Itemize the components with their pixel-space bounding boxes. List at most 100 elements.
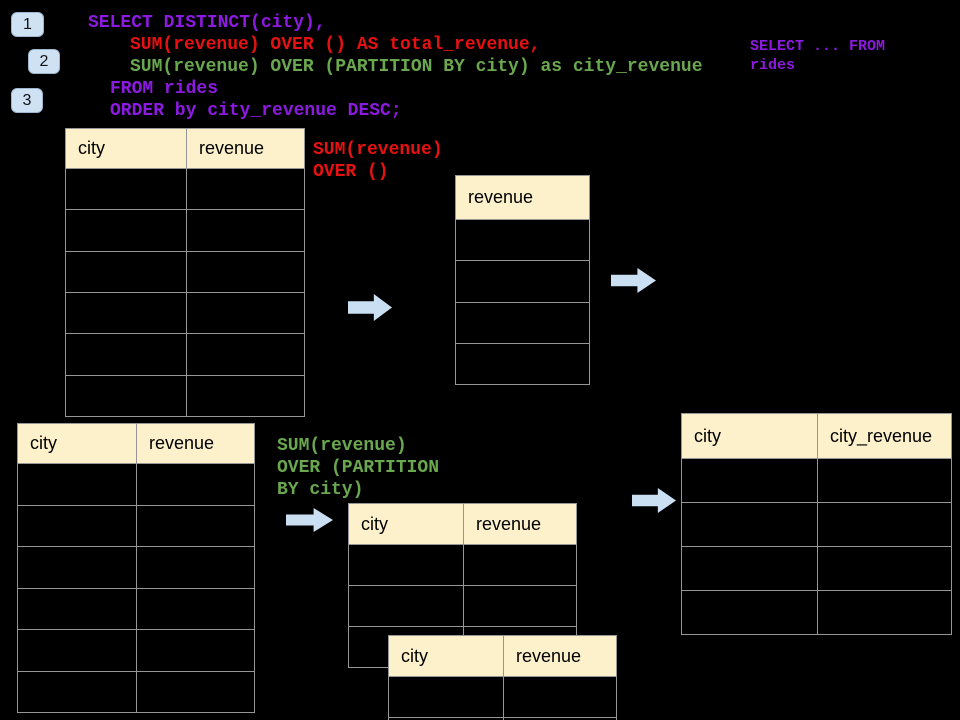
table-cell	[66, 292, 187, 334]
table-cell	[818, 459, 951, 502]
table-source-top-header: city revenue	[66, 129, 304, 169]
table-source-bottom: city revenue	[17, 423, 255, 713]
table-row	[18, 547, 254, 589]
table-row	[18, 464, 254, 506]
table-row	[66, 251, 304, 293]
table-source-top: city revenue	[65, 128, 305, 417]
table-cell	[66, 375, 187, 416]
right-arrow-icon	[632, 488, 676, 513]
table-result-header: city city_revenue	[682, 414, 951, 459]
table-row	[682, 547, 951, 591]
table-row	[682, 591, 951, 634]
table-row	[456, 344, 589, 384]
table-cell	[18, 505, 137, 546]
step-badge-1: 1	[11, 12, 44, 37]
table-row	[66, 210, 304, 252]
table-cell	[137, 464, 254, 505]
annotation-total-line-1: SUM(revenue)	[313, 140, 443, 160]
table-row	[682, 503, 951, 547]
table-row	[18, 630, 254, 672]
table-cell	[818, 591, 951, 634]
table-total-revenue: revenue	[455, 175, 590, 385]
table-row	[66, 169, 304, 211]
table-cell	[456, 220, 589, 260]
table-cell	[464, 545, 576, 585]
right-arrow-icon	[348, 294, 392, 321]
table-row	[349, 586, 576, 627]
annotation-partition-line-3: BY city)	[277, 480, 364, 500]
table-cell	[18, 630, 137, 671]
table-cell	[349, 545, 464, 585]
table-cell	[66, 210, 187, 251]
right-arrow-icon	[286, 508, 333, 532]
step-badge-2: 2	[28, 49, 60, 74]
column-header-revenue: revenue	[476, 513, 542, 534]
table-row	[389, 718, 616, 720]
table-cell	[682, 591, 818, 634]
table-cell	[187, 169, 304, 209]
table-cell	[504, 677, 616, 717]
table-row	[682, 459, 951, 503]
right-arrow-icon	[611, 268, 656, 293]
column-header-city: city	[349, 504, 464, 544]
table-cell	[456, 261, 589, 301]
table-cell	[456, 303, 589, 343]
table-cell	[137, 547, 254, 588]
table-cell	[389, 677, 504, 717]
sql-line-order-by: ORDER by city_revenue DESC;	[110, 101, 402, 121]
column-header-city: city	[682, 414, 818, 458]
table-cell	[187, 210, 304, 250]
table-cell	[137, 506, 254, 547]
table-cell	[187, 252, 304, 292]
flow-arrow-partition-result	[632, 488, 676, 513]
table-cell	[18, 464, 137, 505]
table-cell	[389, 718, 504, 720]
sql-line-from: FROM rides	[110, 79, 219, 99]
table-cell	[137, 630, 254, 671]
table-cell	[818, 503, 951, 546]
column-header-revenue: revenue	[516, 645, 582, 666]
table-cell	[137, 589, 254, 630]
table-cell	[187, 376, 304, 416]
table-row	[349, 545, 576, 586]
sql-line-city-revenue: SUM(revenue) OVER (PARTITION BY city) as…	[130, 57, 703, 77]
column-header-city: city	[18, 424, 137, 463]
table-cell	[66, 169, 187, 210]
column-header-revenue: revenue	[468, 187, 534, 207]
table-row	[389, 677, 616, 718]
table-cell	[187, 293, 304, 333]
table-row	[456, 220, 589, 262]
table-result-city-revenue: city city_revenue	[681, 413, 952, 635]
table-cell	[682, 459, 818, 502]
column-header-city: city	[389, 636, 504, 676]
table-source-bottom-header: city revenue	[18, 424, 254, 464]
sql-line-select: SELECT DISTINCT(city),	[88, 13, 326, 33]
table-row	[66, 375, 304, 416]
table-cell	[464, 586, 576, 626]
table-partition-a: city revenue	[348, 503, 577, 668]
table-total-revenue-header: revenue	[456, 176, 589, 220]
column-header-revenue: revenue	[149, 433, 215, 453]
table-cell	[818, 547, 951, 590]
column-header-revenue: revenue	[199, 138, 265, 158]
side-note-line-1: SELECT ... FROM	[750, 38, 886, 55]
table-cell	[18, 671, 137, 712]
table-partition-a-header: city revenue	[349, 504, 576, 545]
sql-line-total-revenue: SUM(revenue) OVER () AS total_revenue,	[130, 35, 541, 55]
table-cell	[187, 334, 304, 374]
table-row	[66, 292, 304, 335]
annotation-partition-line-2: OVER (PARTITION	[277, 458, 440, 478]
side-note-line-2: rides	[750, 57, 796, 74]
table-row	[18, 505, 254, 547]
table-cell	[349, 586, 464, 626]
table-cell	[682, 547, 818, 590]
table-cell	[456, 344, 589, 384]
table-row	[18, 671, 254, 712]
table-cell	[682, 503, 818, 546]
table-cell	[18, 547, 137, 588]
step-badge-1-label: 1	[23, 15, 32, 33]
step-badge-2-label: 2	[39, 52, 49, 70]
annotation-partition-line-1: SUM(revenue)	[277, 436, 407, 456]
table-cell	[66, 334, 187, 375]
